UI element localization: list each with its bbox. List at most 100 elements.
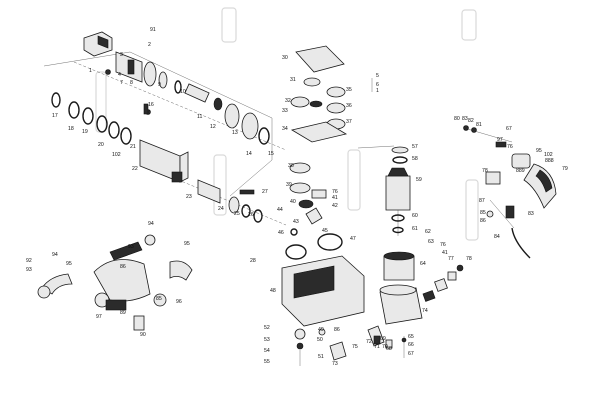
part-number-label: 1	[89, 68, 92, 74]
part-number-label: 86	[480, 218, 486, 224]
part-number-label: 85	[480, 210, 486, 216]
part-number-label: 83	[462, 116, 468, 122]
part-number-label: 23	[186, 194, 192, 200]
part-number-label: 47	[350, 236, 356, 242]
part-number-label: 67	[408, 351, 414, 357]
part-number-label: 93	[128, 244, 134, 250]
part-number-label: 71	[374, 344, 380, 350]
part-number-label: 10	[180, 89, 186, 95]
part-number-label: 90	[140, 332, 146, 338]
part-number-label: 33	[282, 108, 288, 114]
part-number-label: 58	[412, 156, 418, 162]
part-number-label: 81	[476, 122, 482, 128]
part-number-label: 97	[497, 137, 503, 143]
part-number-label: 70	[382, 344, 388, 350]
part-number-label: 36	[346, 103, 352, 109]
part-number-label: 82	[468, 118, 474, 124]
part-number-label: 31	[290, 77, 296, 83]
part-number-label: 69	[380, 336, 386, 342]
part-number-label: 94	[52, 252, 58, 258]
part-number-label: 83	[528, 211, 534, 217]
part-number-label: 45	[322, 228, 328, 234]
part-number-label: 39	[286, 182, 292, 188]
part-number-label: 5	[376, 73, 379, 79]
part-number-label: 84	[494, 234, 500, 240]
part-number-label: 78	[482, 168, 488, 174]
part-number-label: 62	[425, 229, 431, 235]
part-number-label: 50	[317, 337, 323, 343]
part-number-label: 17	[52, 113, 58, 119]
part-number-label: 888	[545, 158, 554, 164]
part-number-label: 89	[120, 310, 126, 316]
part-number-label: 26	[248, 212, 254, 218]
part-number-label: 41	[442, 250, 448, 256]
part-number-label: 96	[176, 299, 182, 305]
part-number-label: 19	[82, 129, 88, 135]
part-number-label: 68	[386, 346, 392, 352]
part-number-label: 1	[376, 88, 379, 94]
part-number-label: 54	[264, 348, 270, 354]
part-number-label: 63	[428, 239, 434, 245]
part-number-label: 65	[408, 334, 414, 340]
part-number-label: 41	[332, 195, 338, 201]
part-number-label: 74	[422, 308, 428, 314]
part-number-label: 6	[376, 82, 379, 88]
part-number-label: 27	[262, 189, 268, 195]
part-number-label: 21	[130, 144, 136, 150]
part-number-label: 15	[268, 151, 274, 157]
part-number-label: 46	[278, 230, 284, 236]
part-number-label: 57	[412, 144, 418, 150]
part-number-label: 78	[466, 256, 472, 262]
rear-handle-assembly	[463, 125, 557, 259]
part-number-label: 95	[66, 261, 72, 267]
part-number-label: 86	[120, 264, 126, 270]
part-number-label: 59	[416, 177, 422, 183]
part-number-label: 22	[132, 166, 138, 172]
part-number-label: 9	[158, 82, 161, 88]
part-number-label: 3	[120, 52, 123, 58]
part-number-label: 75	[352, 344, 358, 350]
watermark	[95, 7, 479, 241]
part-number-label: 91	[150, 27, 156, 33]
gear-housing	[281, 228, 365, 366]
side-handle-assembly	[37, 234, 193, 331]
cylinder-axis	[149, 167, 287, 226]
part-number-label: 97	[96, 314, 102, 320]
part-number-label: 13	[232, 130, 238, 136]
part-number-label: 16	[148, 102, 154, 108]
part-number-label: 889	[516, 168, 525, 174]
part-number-label: 80	[454, 116, 460, 122]
part-number-label: 4	[118, 72, 121, 78]
part-number-label: 53	[264, 337, 270, 343]
part-number-label: 92	[26, 258, 32, 264]
part-number-label: 102	[112, 152, 121, 158]
part-number-label: 87	[479, 198, 485, 204]
part-number-label: 18	[68, 126, 74, 132]
part-number-label: 28	[250, 258, 256, 264]
part-number-label: 7	[120, 80, 123, 86]
part-number-label: 93	[26, 267, 32, 273]
part-number-label: 52	[264, 325, 270, 331]
part-number-label: 49	[318, 327, 324, 333]
part-number-label: 85	[156, 296, 162, 302]
chuck-assembly	[83, 31, 270, 145]
part-number-label: 79	[562, 166, 568, 172]
part-number-label: 24	[218, 206, 224, 212]
part-number-label: 38	[288, 163, 294, 169]
part-number-label: 60	[412, 213, 418, 219]
seal-rings	[51, 92, 132, 145]
part-number-label: 8	[130, 80, 133, 86]
switch-and-cable	[367, 264, 464, 349]
part-number-label: 76	[507, 144, 513, 150]
part-number-label: 20	[98, 142, 104, 148]
part-number-label: 95	[536, 148, 542, 154]
part-number-label: 94	[148, 221, 154, 227]
part-number-label: 14	[246, 151, 252, 157]
part-number-label: 2	[148, 42, 151, 48]
part-number-label: 77	[448, 256, 454, 262]
part-number-label: 76	[440, 242, 446, 248]
part-number-label: 12	[210, 124, 216, 130]
